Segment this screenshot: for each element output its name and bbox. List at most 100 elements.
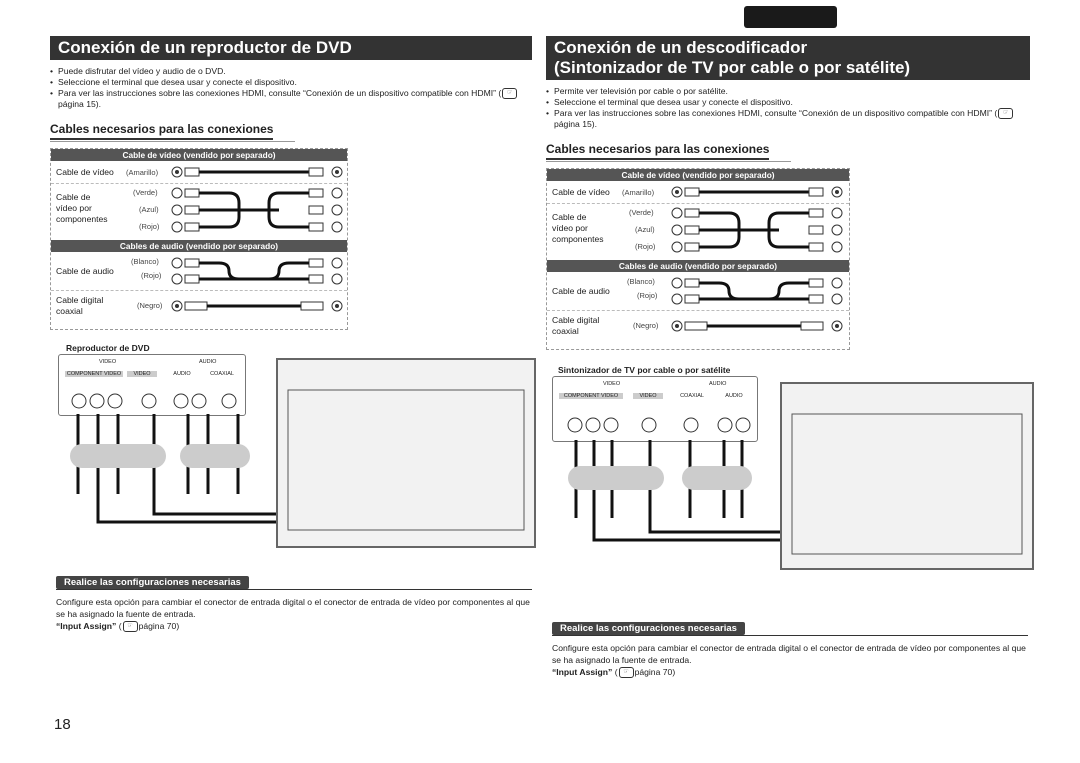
- video-cable-header: Cable de vídeo (vendido por separado): [51, 149, 347, 162]
- page-ref-icon: ☞: [122, 621, 138, 633]
- color-label: (Rojo): [139, 222, 160, 232]
- panel-label: VIDEO: [603, 381, 621, 387]
- audio-cable-header: Cables de audio (vendido por separado): [547, 260, 849, 273]
- bullet-list: Permite ver televisión por cable o por s…: [546, 86, 1030, 130]
- label-line: Cable digital: [56, 295, 104, 306]
- color-label: (Verde): [629, 208, 654, 218]
- page-ref-icon: ☞: [618, 667, 634, 679]
- panel-label: COMPONENT VIDEO: [65, 371, 123, 377]
- audio-cable-row: Cable de audio (Blanco) (Rojo): [51, 252, 347, 290]
- section-title-line1: Conexión de un descodificador: [554, 38, 808, 57]
- settings-ref-page: página 70): [634, 667, 676, 677]
- dvd-section: Conexión de un reproductor de DVD Puede …: [50, 36, 532, 331]
- decoder-section: Conexión de un descodificador (Sintoniza…: [546, 36, 1030, 351]
- label-line: componentes: [552, 234, 604, 245]
- settings-text: Configure esta opción para cambiar el co…: [552, 643, 1026, 679]
- label-line: coaxial: [56, 306, 83, 317]
- coaxial-cable-icon: [171, 300, 343, 312]
- bullet-item: Permite ver televisión por cable o por s…: [546, 86, 1030, 97]
- panel-label: COAXIAL: [210, 371, 234, 377]
- audio-cable-icon: [671, 277, 843, 305]
- label-line: Cable digital: [552, 315, 600, 326]
- bullet-suffix: página 15).: [58, 99, 102, 110]
- settings-desc: Configure esta opción para cambiar el co…: [56, 597, 530, 619]
- color-label: (Rojo): [141, 271, 162, 281]
- dvd-rear-panel: VIDEO AUDIO COMPONENT VIDEO VIDEO AUDIO …: [58, 354, 246, 416]
- label-line: Cable de: [56, 192, 91, 203]
- dvd-jacks: [71, 393, 237, 409]
- page-ref-icon: ☞: [998, 108, 1014, 120]
- settings-desc: Configure esta opción para cambiar el co…: [552, 643, 1026, 665]
- bullet-item: Seleccione el terminal que desea usar y …: [50, 77, 532, 88]
- section-title-text: Conexión de un reproductor de DVD: [58, 38, 352, 57]
- cable-label: Cable de vídeo: [552, 187, 610, 198]
- color-label: (Rojo): [637, 291, 658, 301]
- dvd-connection-diagram: Reproductor de DVD VIDEO AUDIO COMPONENT…: [56, 340, 536, 560]
- panel-label: AUDIO: [173, 371, 191, 377]
- bullet-suffix: página 15).: [554, 119, 598, 130]
- video-cable-row: Cable de vídeo (Amarillo): [51, 161, 347, 183]
- panel-label: COAXIAL: [680, 393, 704, 399]
- label-line: Cable de: [552, 212, 587, 223]
- receiver-jacks: [791, 413, 1023, 555]
- divider: [552, 635, 1028, 636]
- language-tab: [744, 6, 837, 28]
- cables-box: Cable de vídeo (vendido por separado) Ca…: [546, 168, 850, 351]
- cable-label: Cable de vídeo: [56, 167, 114, 178]
- label-line: vídeo por: [552, 223, 588, 234]
- settings-ref: “Input Assign”: [552, 667, 613, 677]
- video-cable-header: Cable de vídeo (vendido por separado): [547, 169, 849, 182]
- label-line: coaxial: [552, 326, 579, 337]
- color-label: (Verde): [133, 188, 158, 198]
- color-label: (Azul): [635, 225, 655, 235]
- audio-cable-header: Cables de audio (vendido por separado): [51, 240, 347, 253]
- device-label: Sintonizador de TV por cable o por satél…: [558, 365, 731, 375]
- decoder-jacks: [567, 417, 751, 433]
- receiver-rear-panel: [780, 382, 1034, 570]
- cables-box: Cable de vídeo (vendido por separado) Ca…: [50, 148, 348, 331]
- page-ref-icon: ☞: [502, 88, 518, 100]
- settings-text: Configure esta opción para cambiar el co…: [56, 597, 530, 633]
- color-label: (Blanco): [627, 277, 655, 287]
- coaxial-cable-icon: [671, 320, 843, 332]
- bullet-item: Para ver las instrucciones sobre las con…: [50, 88, 532, 110]
- section-title: Conexión de un descodificador (Sintoniza…: [546, 36, 1030, 80]
- receiver-rear-panel: [276, 358, 536, 548]
- panel-label: AUDIO: [709, 381, 727, 387]
- audio-cable-row: Cable de audio (Blanco) (Rojo): [547, 272, 849, 310]
- color-label: (Rojo): [635, 242, 656, 252]
- settings-box: Realice las configuraciones necesarias C…: [552, 618, 1028, 679]
- decoder-rear-panel: VIDEO AUDIO COMPONENT VIDEO VIDEO COAXIA…: [552, 376, 758, 442]
- bullet-item: Puede disfrutar del vídeo y audio de o D…: [50, 66, 532, 77]
- device-label: Reproductor de DVD: [66, 343, 150, 353]
- bullet-item: Seleccione el terminal que desea usar y …: [546, 97, 1030, 108]
- rca-cable-icon: [171, 166, 343, 178]
- bullet-text: Para ver las instrucciones sobre las con…: [58, 88, 502, 98]
- bullet-list: Puede disfrutar del vídeo y audio de o D…: [50, 66, 532, 110]
- page-number: 18: [54, 716, 71, 733]
- receiver-jacks: [287, 389, 525, 531]
- color-label: (Azul): [139, 205, 159, 215]
- divider: [56, 589, 532, 590]
- decoder-connection-diagram: Sintonizador de TV por cable o por satél…: [550, 362, 1034, 584]
- bullet-text: Para ver las instrucciones sobre las con…: [554, 108, 998, 118]
- cables-heading: Cables necesarios para las conexiones: [546, 142, 792, 163]
- panel-label: AUDIO: [725, 393, 743, 399]
- bullet-item: Para ver las instrucciones sobre las con…: [546, 108, 1030, 130]
- color-label: (Blanco): [131, 257, 159, 267]
- video-cable-row: Cable de vídeo (Amarillo): [547, 181, 849, 203]
- settings-ref: “Input Assign”: [56, 621, 117, 631]
- panel-label: VIDEO: [99, 359, 117, 365]
- color-label: (Amarillo): [126, 168, 159, 178]
- label-line: vídeo por: [56, 203, 92, 214]
- panel-label: VIDEO: [127, 371, 157, 377]
- panel-label: AUDIO: [199, 359, 217, 365]
- color-label: (Negro): [633, 321, 659, 331]
- settings-heading: Realice las configuraciones necesarias: [56, 576, 249, 589]
- connection-wires: [70, 414, 388, 524]
- section-title-line2: (Sintonizador de TV por cable o por saté…: [554, 58, 911, 77]
